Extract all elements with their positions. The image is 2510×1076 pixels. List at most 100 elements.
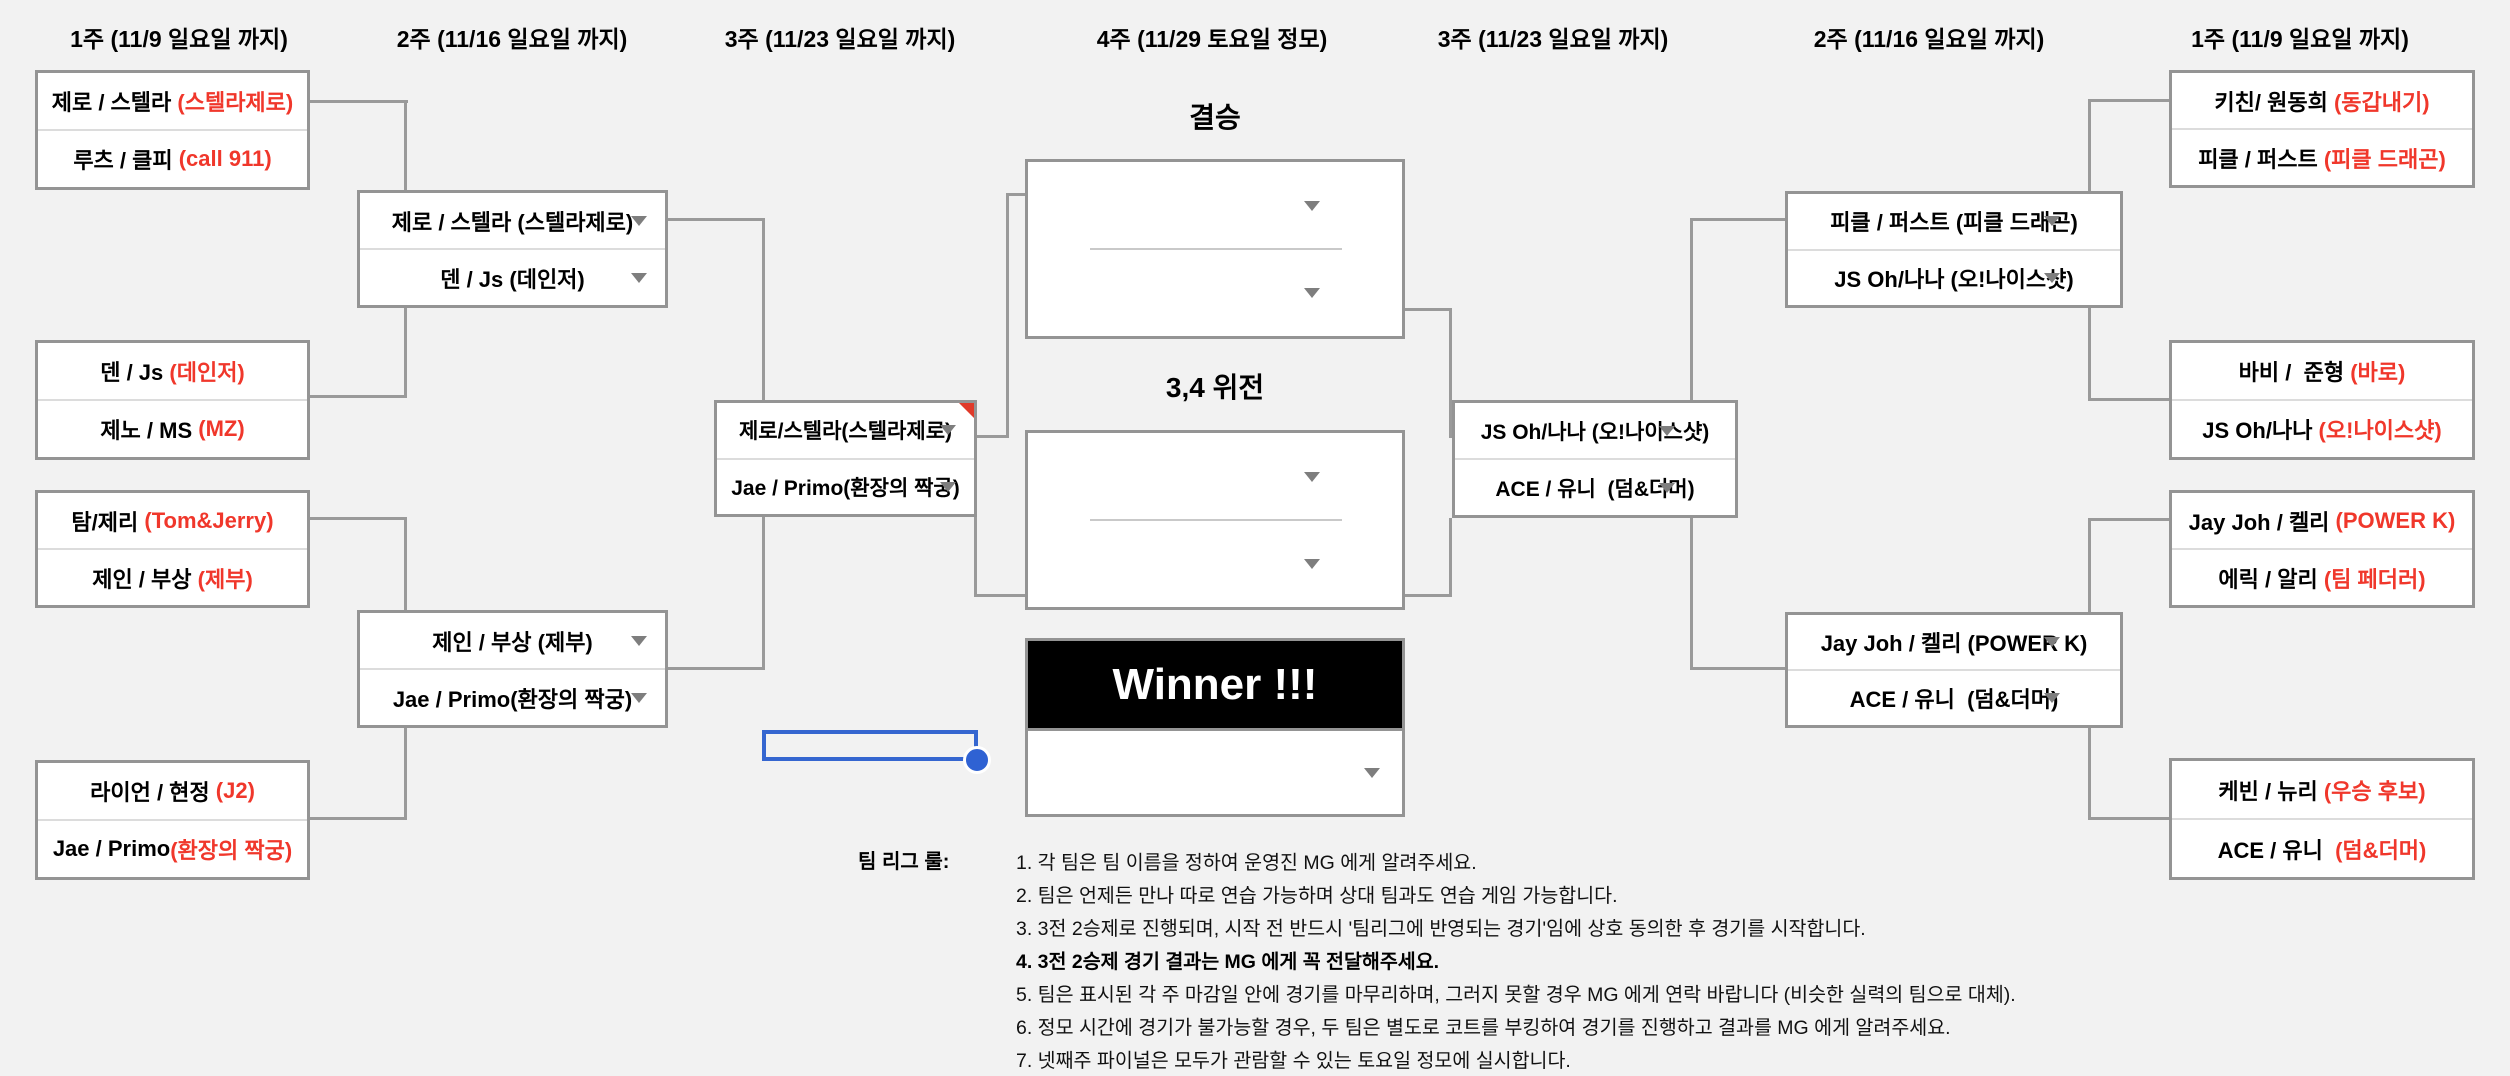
slot-divider: [1090, 519, 1342, 521]
team-tag: (MZ): [198, 416, 245, 441]
team-names: Jae / Primo(환장의 짝궁): [392, 686, 633, 712]
dropdown-cell[interactable]: Jae / Primo(환장의 짝궁): [360, 668, 665, 725]
team-names: JS Oh/나나: [2202, 418, 2319, 443]
match-box-round1-right-2: 바비 / 준형 (바로) JS Oh/나나 (오!나이스샷): [2169, 340, 2475, 460]
winner-banner: Winner !!!: [1028, 641, 1402, 731]
dropdown-arrow-icon[interactable]: [2044, 216, 2060, 227]
rule-item-7: 7. 넷째주 파이널은 모두가 관람할 수 있는 토요일 정모에 실시합니다.: [1016, 1050, 1571, 1072]
dropdown-cell[interactable]: Jae / Primo(환장의 짝궁): [717, 457, 974, 515]
note-marker-icon: [959, 403, 974, 418]
team-slot: JS Oh/나나 (오!나이스샷): [2172, 399, 2472, 457]
team-tag: (오!나이스샷): [2318, 418, 2442, 443]
team-tag: (팀 페더러): [2323, 566, 2426, 592]
dropdown-arrow-icon[interactable]: [1659, 482, 1675, 493]
week-header-left-1: 1주 (11/9 일요일 까지): [70, 26, 288, 52]
dropdown-cell[interactable]: JS Oh/나나 (오!나이스샷): [1788, 248, 2120, 306]
dropdown-cell[interactable]: 피클 / 퍼스트 (피클 드래곤): [1788, 194, 2120, 249]
match-box-round1-left-4: 라이언 / 현정 (J2) Jae / Primo(환장의 짝궁): [35, 760, 310, 880]
dropdown-cell[interactable]: Jay Joh / 켈리 (POWER K): [1788, 615, 2120, 669]
dropdown-arrow-icon[interactable]: [2044, 637, 2060, 647]
team-tag: (Tom&Jerry): [144, 507, 274, 533]
team-names: JS Oh/나나 (오!나이스샷): [1480, 420, 1710, 444]
week-header-right-3: 3주 (11/23 일요일 까지): [1437, 26, 1669, 52]
team-names: ACE / 유니 (덤&더머): [1849, 687, 2059, 712]
connector-line: [310, 100, 408, 103]
team-slot: 피클 / 퍼스트 (피클 드래곤): [2172, 128, 2472, 185]
dropdown-arrow-icon[interactable]: [631, 692, 647, 703]
week-header-right-2: 2주 (11/16 일요일 까지): [1813, 26, 2045, 52]
team-slot: 제로 / 스텔라 (스텔라제로): [38, 73, 307, 129]
match-box-round2-right-1: 피클 / 퍼스트 (피클 드래곤) JS Oh/나나 (오!나이스샷): [1785, 191, 2123, 308]
final-slot-bottom[interactable]: [1028, 249, 1402, 336]
team-names: Jay Joh / 켈리 (POWER K): [1820, 631, 2088, 656]
third-place-title: 3,4 위전: [1165, 372, 1265, 403]
team-names: 제노 / MS: [100, 418, 199, 443]
team-slot: 라이언 / 현정 (J2): [38, 763, 307, 819]
dropdown-arrow-icon[interactable]: [1304, 471, 1320, 482]
match-box-round1-right-1: 키친/ 원동희 (동갑내기) 피클 / 퍼스트 (피클 드래곤): [2169, 70, 2475, 188]
final-slot-top[interactable]: [1028, 162, 1402, 249]
connector-line: [310, 817, 407, 820]
dropdown-arrow-icon[interactable]: [1304, 558, 1320, 569]
dropdown-arrow-icon[interactable]: [1659, 425, 1675, 436]
winner-slot[interactable]: [1028, 731, 1402, 814]
dropdown-arrow-icon[interactable]: [940, 425, 956, 436]
team-names: JS Oh/나나 (오!나이스샷): [1834, 266, 2074, 292]
team-tag: (피클 드래곤): [2323, 146, 2446, 172]
dropdown-arrow-icon[interactable]: [1364, 767, 1380, 778]
rule-item-6: 6. 정모 시간에 경기가 불가능할 경우, 두 팀은 별도로 코트를 부킹하여…: [1016, 1017, 1951, 1039]
team-names: 제인 / 부상: [92, 566, 198, 592]
dropdown-cell[interactable]: ACE / 유니 (덤&더머): [1788, 669, 2120, 725]
dropdown-arrow-icon[interactable]: [1304, 287, 1320, 298]
dropdown-arrow-icon[interactable]: [631, 215, 647, 226]
dropdown-arrow-icon[interactable]: [1304, 200, 1320, 211]
winner-box: Winner !!!: [1025, 638, 1405, 817]
dropdown-arrow-icon[interactable]: [631, 635, 647, 646]
connector-line: [2088, 398, 2169, 401]
dropdown-cell[interactable]: 제로 / 스텔라 (스텔라제로): [360, 193, 665, 248]
team-slot: 탐/제리 (Tom&Jerry): [38, 493, 307, 548]
week-header-final: 4주 (11/29 토요일 정모): [1096, 26, 1328, 52]
team-slot: 제인 / 부상 (제부): [38, 548, 307, 605]
dropdown-cell[interactable]: 제로/스텔라(스텔라제로): [717, 403, 974, 458]
team-names: Jae / Primo(환장의 짝궁): [731, 476, 960, 500]
team-names: 피클 / 퍼스트 (피클 드래곤): [1830, 210, 2078, 236]
team-names: 덴 / Js: [100, 360, 170, 385]
connector-line: [1449, 308, 1452, 438]
third-slot-bottom[interactable]: [1028, 520, 1402, 607]
dropdown-cell[interactable]: JS Oh/나나 (오!나이스샷): [1455, 403, 1735, 458]
match-box-round2-right-2: Jay Joh / 켈리 (POWER K) ACE / 유니 (덤&더머): [1785, 612, 2123, 728]
match-box-semifinal-left: 제로/스텔라(스텔라제로) Jae / Primo(환장의 짝궁): [714, 400, 977, 517]
connector-line: [974, 517, 977, 597]
dropdown-cell[interactable]: 제인 / 부상 (제부): [360, 613, 665, 668]
team-names: 피클 / 퍼스트: [2198, 146, 2324, 172]
dropdown-arrow-icon[interactable]: [2044, 693, 2060, 703]
match-box-round2-left-2: 제인 / 부상 (제부) Jae / Primo(환장의 짝궁): [357, 610, 668, 728]
connector-line: [974, 594, 1025, 597]
winner-banner-label: Winner !!!: [1112, 659, 1318, 709]
dropdown-arrow-icon[interactable]: [940, 481, 956, 492]
dropdown-cell[interactable]: ACE / 유니 (덤&더머): [1455, 458, 1735, 515]
match-box-round1-right-3: Jay Joh / 켈리 (POWER K) 에릭 / 알리 (팀 페더러): [2169, 490, 2475, 608]
selected-cell-outline[interactable]: [762, 730, 978, 761]
dropdown-arrow-icon[interactable]: [631, 272, 647, 283]
match-box-semifinal-right: JS Oh/나나 (오!나이스샷) ACE / 유니 (덤&더머): [1452, 400, 1738, 518]
connector-line: [2088, 99, 2169, 102]
team-names: 탐/제리: [71, 509, 145, 535]
team-names: 제인 / 부상 (제부): [432, 629, 593, 655]
selection-handle[interactable]: [963, 746, 991, 774]
team-names: Jae / Primo: [52, 836, 171, 861]
rule-item-4: 4. 3전 2승제 경기 결과는 MG 에게 꼭 전달해주세요.: [1016, 951, 1440, 973]
match-box-round2-left-1: 제로 / 스텔라 (스텔라제로) 덴 / Js (데인저): [357, 190, 668, 308]
team-slot: 제노 / MS (MZ): [38, 399, 307, 457]
team-names: 제로 / 스텔라 (스텔라제로): [391, 209, 634, 235]
team-names: 루츠 / 클피: [73, 148, 179, 173]
final-title: 결승: [1189, 102, 1241, 133]
match-box-round1-right-4: 케빈 / 뉴리 (우승 후보) ACE / 유니 (덤&더머): [2169, 758, 2475, 880]
third-slot-top[interactable]: [1028, 433, 1402, 520]
dropdown-cell[interactable]: 덴 / Js (데인저): [360, 248, 665, 305]
dropdown-arrow-icon[interactable]: [2044, 272, 2060, 283]
team-names: 라이언 / 현정: [90, 780, 216, 805]
team-tag: (덤&더머): [2335, 837, 2427, 863]
team-slot: Jae / Primo(환장의 짝궁): [38, 819, 307, 877]
